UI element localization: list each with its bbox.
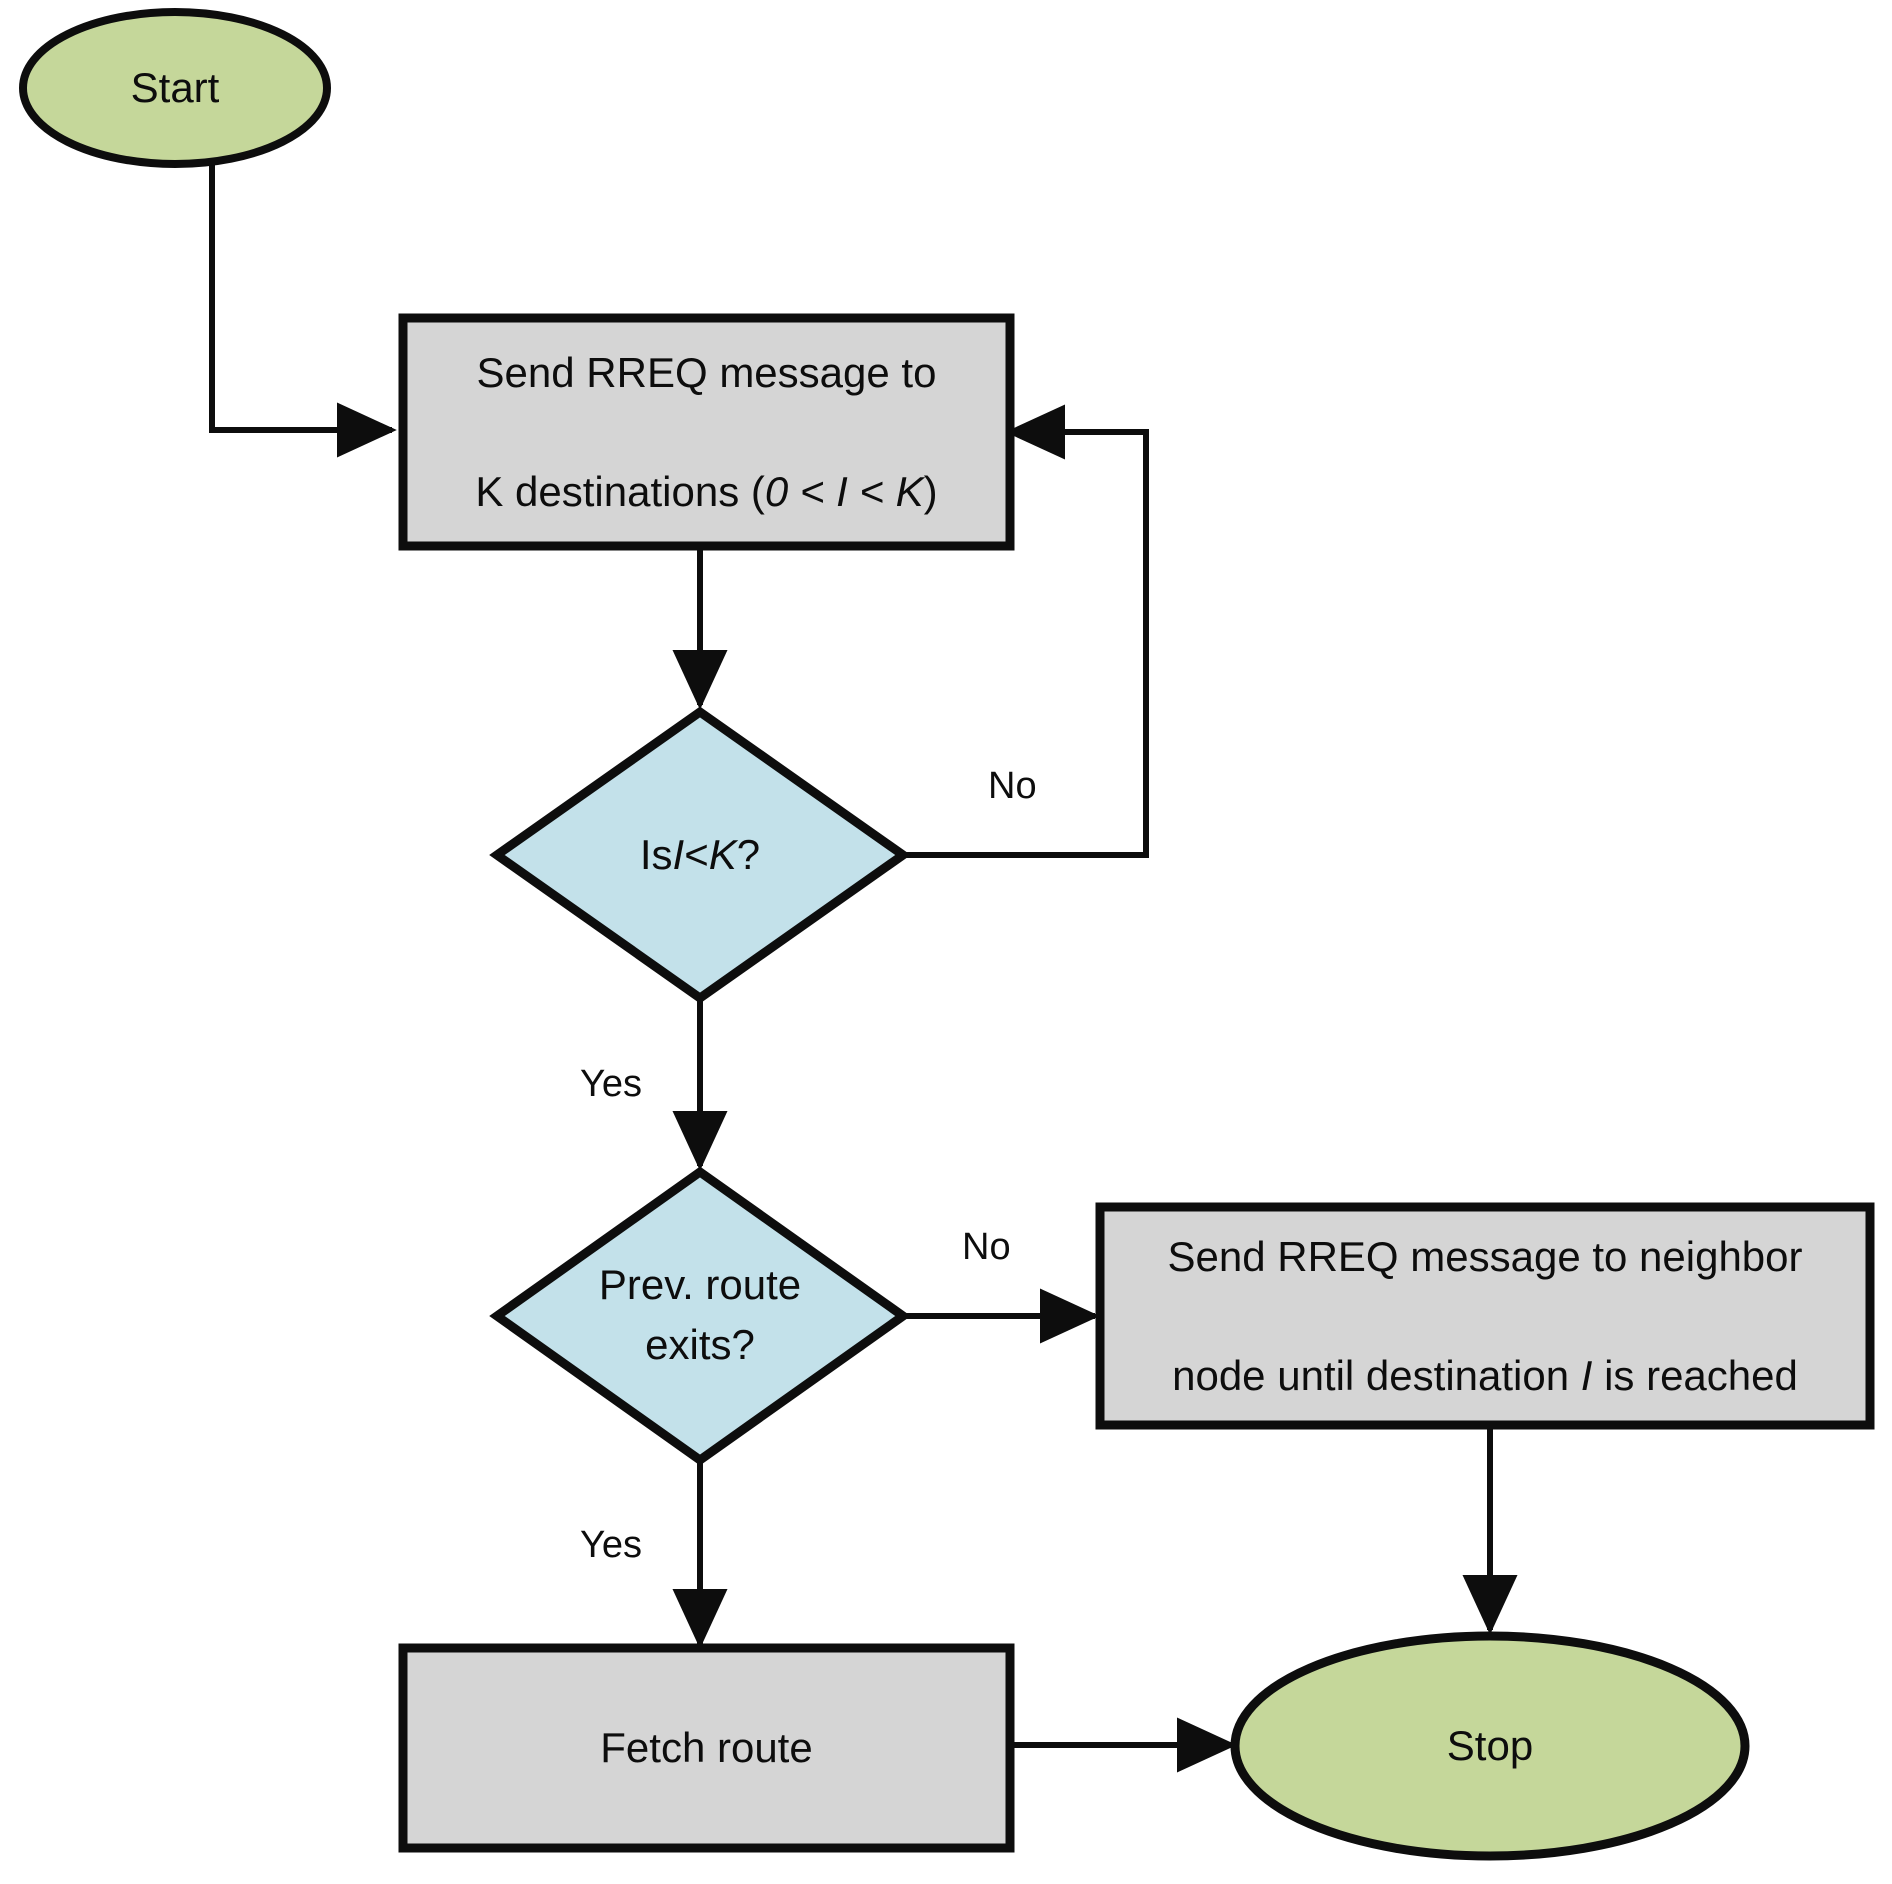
- node-decision-prev-route-exits[interactable]: [489, 1166, 911, 1466]
- node-stop[interactable]: [1230, 1631, 1750, 1861]
- edge-label-no-1: No: [988, 765, 1037, 807]
- edge-label-yes-1: Yes: [580, 1063, 642, 1105]
- edge-label-no-2: No: [962, 1226, 1011, 1268]
- edge-label-yes-2: Yes: [580, 1524, 642, 1566]
- node-send-rreq-k-destinations[interactable]: [398, 313, 1015, 551]
- node-fetch-route[interactable]: [398, 1643, 1015, 1853]
- node-send-rreq-neighbor[interactable]: [1095, 1202, 1875, 1430]
- node-decision-is-i-lt-k[interactable]: [489, 706, 911, 1004]
- edge-decision1-no-loop: [905, 404, 1149, 858]
- edge-start-to-send-k: [209, 160, 397, 458]
- node-start[interactable]: [19, 8, 331, 168]
